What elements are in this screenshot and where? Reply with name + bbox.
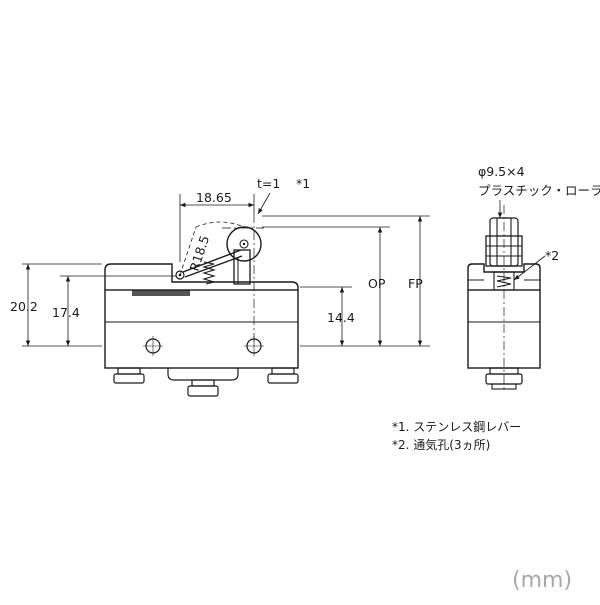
lever-note-ref: *1 xyxy=(296,176,310,191)
terminal-center xyxy=(187,379,219,397)
dim-14-4: 14.4 xyxy=(327,310,355,325)
note-1: *1. ステンレス鋼レバー xyxy=(392,420,521,434)
unit-label: (mm) xyxy=(512,568,572,593)
vent-note-ref: *2 xyxy=(545,248,559,263)
dim-r18-5: R18.5 xyxy=(187,234,213,273)
side-labels: φ9.5×4 プラスチック・ローラ *2 xyxy=(478,164,600,281)
dim-18-65: 18.65 xyxy=(196,190,232,205)
front-view xyxy=(104,214,299,397)
plunger-spring xyxy=(202,261,217,285)
dim-op: OP xyxy=(368,276,386,291)
roller-size-label: φ9.5×4 xyxy=(478,164,525,179)
switch-body xyxy=(104,289,299,369)
note-2: *2. 通気孔(3ヵ所) xyxy=(392,437,490,452)
roller-type-label: プラスチック・ローラ xyxy=(478,183,600,198)
dimensions-front: 18.65 t=1 *1 R18.5 14.4 OP FP 20.2 17.4 xyxy=(10,176,430,347)
notes: *1. ステンレス鋼レバー *2. 通気孔(3ヵ所) xyxy=(392,420,521,452)
side-view xyxy=(467,205,541,392)
dim-fp: FP xyxy=(408,276,423,291)
lever-thickness-label: t=1 xyxy=(257,176,280,191)
groove-band xyxy=(132,290,190,296)
terminal-left xyxy=(113,367,145,384)
dim-20-2: 20.2 xyxy=(10,299,38,314)
switch-cover xyxy=(104,263,299,290)
terminal-right xyxy=(267,367,299,384)
dim-17-4: 17.4 xyxy=(52,305,80,320)
lever-pivot xyxy=(175,270,185,280)
